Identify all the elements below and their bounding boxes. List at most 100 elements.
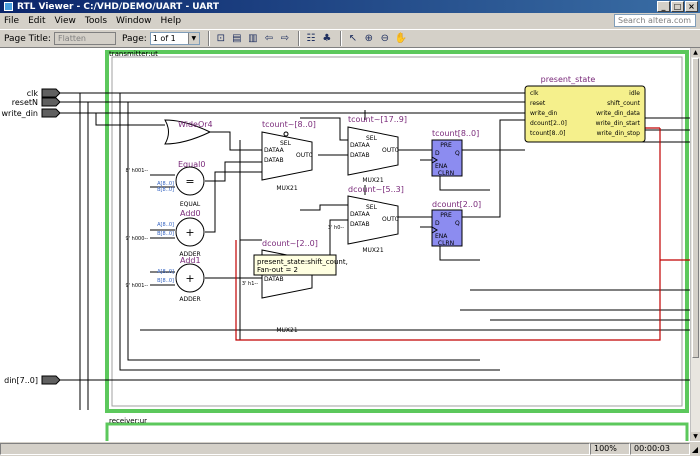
port-b-label: B[8..0] xyxy=(157,231,174,237)
mux-label: tcount~[17..9] xyxy=(348,115,407,124)
receiver-instance[interactable]: receiver:ur xyxy=(105,417,689,441)
equal0-comparator[interactable]: Equal0 = EQUAL 8' h001-- A[8..0] B[8..0] xyxy=(126,160,206,208)
minimize-button[interactable]: _ xyxy=(657,1,670,12)
page-label: Page: xyxy=(121,33,147,44)
menu-tools[interactable]: Tools xyxy=(84,16,108,26)
toolbar-separator xyxy=(297,31,300,46)
tooltip-line: Fan-out = 2 xyxy=(257,266,298,274)
wires xyxy=(60,92,690,410)
mux-out: OUT0 xyxy=(382,216,399,223)
mux-type: MUX21 xyxy=(362,177,383,184)
scroll-up-icon[interactable]: ▲ xyxy=(691,48,700,57)
vertical-scrollbar[interactable]: ▲ ▼ xyxy=(690,48,700,441)
svg-text:+: + xyxy=(185,226,194,239)
zoom-in-icon[interactable]: ⊕ xyxy=(364,32,373,44)
netlist-icon[interactable]: ♣ xyxy=(322,32,332,44)
reg-pre: PRE xyxy=(440,142,452,149)
port-label: clk xyxy=(27,89,39,98)
sm-input: tcount[8..0] xyxy=(530,130,565,137)
page-down-icon[interactable]: ▥ xyxy=(248,32,258,44)
mux-out: OUT0 xyxy=(382,147,399,154)
page-up-icon[interactable]: ▤ xyxy=(232,32,242,44)
register-tcount[interactable]: tcount[8..0] PRE D Q ENA CLRN xyxy=(431,129,479,177)
svg-text:+: + xyxy=(185,272,194,285)
page-select[interactable]: 1 of 1 ▼ xyxy=(149,32,200,45)
const-label: 9' h000-- xyxy=(126,236,149,242)
mux-datab: DATAB xyxy=(264,157,284,164)
port-label: resetN xyxy=(12,98,38,107)
const-label: 3' h1-- xyxy=(242,281,258,287)
svg-text:=: = xyxy=(185,175,194,188)
mux-label: dcount~[2..0] xyxy=(262,239,318,248)
reg-d: D xyxy=(435,220,440,227)
port-b-label: B[8..0] xyxy=(157,278,174,284)
status-message xyxy=(0,443,590,455)
status-bar: 100% 00:00:03 ◢ xyxy=(0,441,700,456)
toolbar-separator xyxy=(207,31,210,46)
menu-window[interactable]: Window xyxy=(116,16,152,26)
mux-dcount-a[interactable]: dcount~[2..0] DATAA DATAB MUX21 3' h1-- xyxy=(242,239,318,334)
add0-adder[interactable]: Add0 + ADDER 9' h000-- A[8..0] B[8..0] xyxy=(126,209,205,258)
mux-dataa: DATAA xyxy=(264,147,285,154)
page-title-field[interactable]: Flatten xyxy=(53,32,116,45)
reg-d: D xyxy=(435,150,440,157)
select-pointer-icon[interactable]: ↖ xyxy=(348,32,357,44)
reg-ena: ENA xyxy=(435,163,448,170)
menu-view[interactable]: View xyxy=(54,16,76,26)
toolbar-separator xyxy=(339,31,342,46)
sm-output: shift_count xyxy=(607,100,641,107)
resize-grip-icon[interactable]: ◢ xyxy=(691,444,699,454)
reg-q: Q xyxy=(455,150,460,157)
port-a-label: A[8..0] xyxy=(157,269,174,275)
search-input[interactable]: Search altera.com xyxy=(614,14,696,27)
port-clk[interactable]: clk xyxy=(27,88,61,98)
mux-type: MUX21 xyxy=(276,185,297,192)
chevron-down-icon: ▼ xyxy=(187,33,199,44)
menu-edit[interactable]: Edit xyxy=(28,16,46,26)
mux-tcount-a[interactable]: tcount~[8..0] SEL DATAA DATAB OUT0 MUX21 xyxy=(261,120,316,192)
zoom-level: 100% xyxy=(590,443,630,455)
mux-dcount-b[interactable]: dcount~[5..3] SEL DATAA DATAB OUT0 MUX21… xyxy=(328,185,404,254)
tooltip-line: present_state:shift_count, xyxy=(257,258,348,266)
reg-q: Q xyxy=(455,220,460,227)
transmitter-instance[interactable]: transmitter:ut xyxy=(105,50,689,413)
fit-page-icon[interactable]: ⊡ xyxy=(216,32,225,44)
sm-input: write_din xyxy=(530,110,558,117)
register-dcount[interactable]: dcount[2..0] PRE D Q ENA CLRN xyxy=(431,200,481,247)
scroll-down-icon[interactable]: ▼ xyxy=(691,432,700,441)
const-label: 3' h0-- xyxy=(328,225,344,231)
register-label: dcount[2..0] xyxy=(432,200,481,209)
reg-ena: ENA xyxy=(435,233,448,240)
mux-sel: SEL xyxy=(280,140,292,147)
port-label: din[7..0] xyxy=(4,376,38,385)
schematic-canvas[interactable]: transmitter:ut receiver:ur xyxy=(0,48,690,441)
hand-pan-icon[interactable]: ✋ xyxy=(394,32,408,44)
hierarchy-icon[interactable]: ☷ xyxy=(306,32,316,44)
back-icon[interactable]: ⇦ xyxy=(264,32,273,44)
menu-file[interactable]: File xyxy=(4,16,20,26)
sm-output: idle xyxy=(629,90,640,97)
port-resetN[interactable]: resetN xyxy=(12,97,61,107)
receiver-label: receiver:ur xyxy=(109,417,147,425)
mux-sel: SEL xyxy=(366,204,378,211)
port-write-din[interactable]: write_din xyxy=(2,108,61,118)
gate-label: Add1 xyxy=(180,256,201,265)
mux-label: tcount~[8..0] xyxy=(262,120,316,129)
port-din[interactable]: din[7..0] xyxy=(4,375,61,385)
scroll-thumb[interactable] xyxy=(692,58,699,358)
gate-label: Add0 xyxy=(180,209,201,218)
menu-help[interactable]: Help xyxy=(160,16,182,26)
mux-datab: DATAB xyxy=(350,221,370,228)
add1-adder[interactable]: Add1 + ADDER 9' h001-- A[8..0] B[8..0] xyxy=(126,256,205,303)
zoom-out-icon[interactable]: ⊖ xyxy=(380,32,389,44)
mux-out: OUT0 xyxy=(296,152,313,159)
close-button[interactable]: × xyxy=(685,1,698,12)
wideor4-gate[interactable]: WideOr4 xyxy=(164,119,213,145)
mux-tcount-b[interactable]: tcount~[17..9] SEL DATAA DATAB OUT0 MUX2… xyxy=(347,115,407,184)
gate-type: ADDER xyxy=(179,251,200,258)
forward-icon[interactable]: ⇨ xyxy=(280,32,289,44)
port-a-label: A[8..0] xyxy=(157,222,174,228)
fanout-tooltip: present_state:shift_count, Fan-out = 2 xyxy=(253,254,348,276)
state-machine-present-state[interactable]: present_state clk reset write_din dcount… xyxy=(524,75,646,143)
maximize-button[interactable]: □ xyxy=(671,1,684,12)
